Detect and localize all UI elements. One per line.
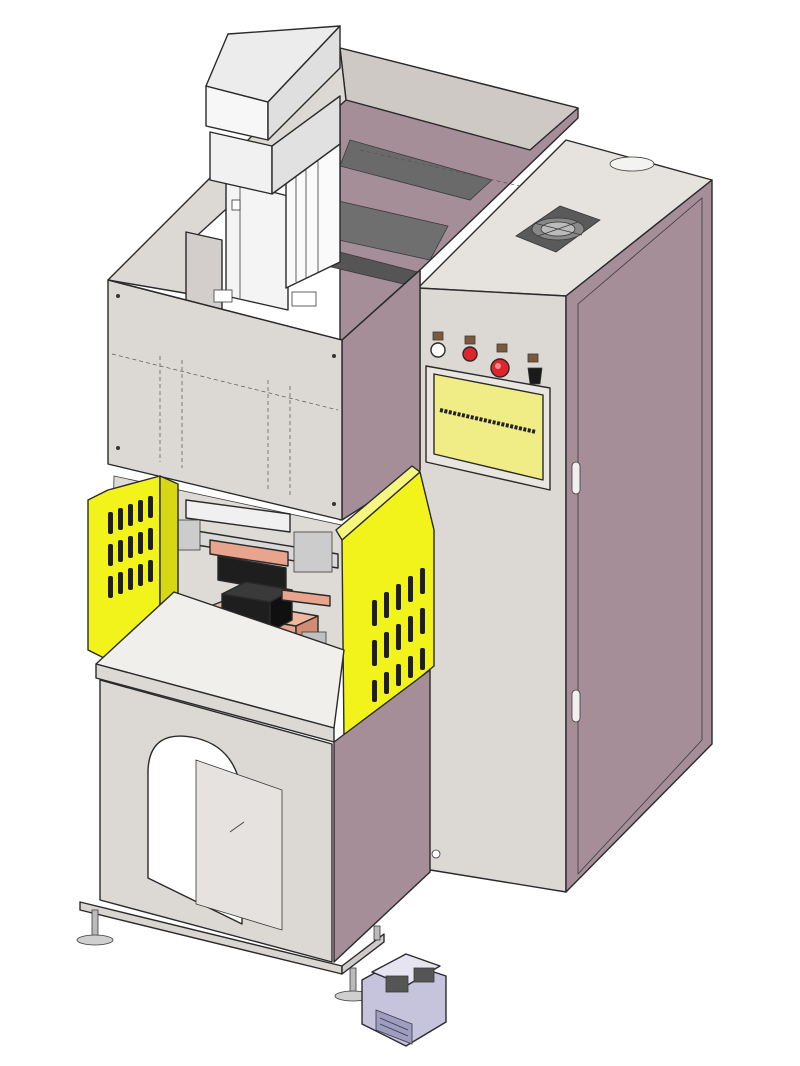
start-button[interactable] <box>430 342 446 358</box>
screen-text-line <box>439 408 537 434</box>
cabinet-handle-top[interactable] <box>571 461 581 495</box>
selector-switch[interactable] <box>527 367 543 385</box>
hydraulic-cylinder <box>205 25 341 311</box>
electrical-cabinet <box>417 139 713 893</box>
stop-button[interactable] <box>462 346 478 362</box>
foot-pedal-switch[interactable] <box>361 953 447 1047</box>
safety-guard-right <box>335 465 435 741</box>
leveling-feet <box>76 909 381 1002</box>
cooling-fan-icon <box>515 205 601 253</box>
control-buttons <box>430 331 543 385</box>
cabinet-lift-handle <box>609 156 655 172</box>
touch-screen[interactable] <box>425 365 551 491</box>
cabinet-handle-bottom[interactable] <box>571 689 581 723</box>
press-base <box>76 591 431 1002</box>
